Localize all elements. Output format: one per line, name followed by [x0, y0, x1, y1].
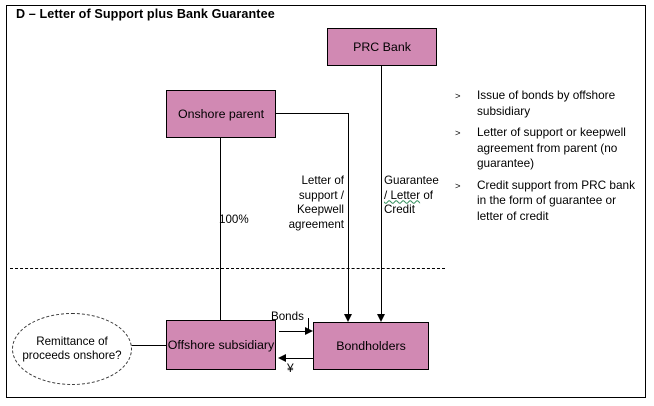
entity-box-bondholders[interactable]: Bondholders	[313, 322, 429, 370]
connector-label-bonds: Bonds	[271, 310, 304, 323]
page-title: D – Letter of Support plus Bank Guarante…	[16, 7, 275, 21]
connector-offshore-to-remittance	[131, 345, 167, 346]
legend-item-text-0: Issue of bonds by offshore subsidiary	[477, 88, 616, 118]
connector-yen	[285, 358, 315, 359]
entity-label-onshore-parent: Onshore parent	[177, 106, 265, 121]
entity-label-prc-bank: PRC Bank	[353, 39, 411, 54]
legend-item-0: > Issue of bonds by offshore subsidiary	[455, 88, 645, 119]
legend-item-text-1: Letter of support or keepwell agreement …	[477, 125, 626, 170]
connector-label-letter-of-support: Letter of support / Keepwell agreement	[288, 174, 344, 231]
legend-list: > Issue of bonds by offshore subsidiary …	[455, 88, 645, 230]
arrowhead-guarantee-down-icon	[377, 314, 385, 322]
legend-item-1: > Letter of support or keepwell agreemen…	[455, 125, 645, 172]
arrowhead-yen-left-icon	[278, 354, 286, 362]
entity-box-prc-bank[interactable]: PRC Bank	[327, 28, 437, 66]
connector-bonds	[279, 331, 309, 332]
legend-marker-icon: >	[455, 128, 461, 139]
callout-remittance-question[interactable]: Remittance of proceeds onshore?	[12, 313, 132, 385]
connector-label-yen: ¥	[287, 361, 294, 375]
entity-label-bondholders: Bondholders	[336, 338, 406, 353]
onshore-offshore-divider	[10, 268, 445, 269]
entity-box-offshore-subsidiary[interactable]: Offshore subsidiary	[166, 320, 276, 370]
callout-label-remittance: Remittance of proceeds onshore?	[22, 335, 122, 362]
legend-item-text-2: Credit support from PRC bank in the form…	[477, 177, 636, 223]
entity-box-onshore-parent[interactable]: Onshore parent	[166, 90, 276, 138]
guarantee-line-2-misspelled: / Letter	[384, 188, 421, 202]
slide-border	[6, 5, 646, 398]
connector-label-ownership: 100%	[219, 213, 249, 226]
connector-offshore-top-stub	[220, 302, 221, 321]
connector-support-horizontal	[276, 113, 349, 114]
legend-marker-icon: >	[455, 91, 461, 102]
connector-guarantee-vertical	[381, 66, 382, 316]
connector-onshore-to-offshore	[220, 138, 221, 320]
entity-label-offshore-subsidiary: Offshore subsidiary	[167, 337, 275, 352]
connector-label-guarantee: Guarantee/ Letter of Credit	[384, 174, 442, 218]
legend-marker-icon: >	[455, 180, 461, 192]
guarantee-line-3: of Credit	[384, 188, 433, 217]
connector-support-vertical	[348, 113, 349, 316]
arrowhead-bonds-right-icon	[305, 327, 313, 335]
legend-item-2: > Credit support from PRC bank in the fo…	[455, 178, 645, 225]
connector-bonds-riser	[308, 318, 309, 332]
arrowhead-support-down-icon	[344, 314, 352, 322]
guarantee-line-1: Guarantee	[384, 174, 439, 187]
